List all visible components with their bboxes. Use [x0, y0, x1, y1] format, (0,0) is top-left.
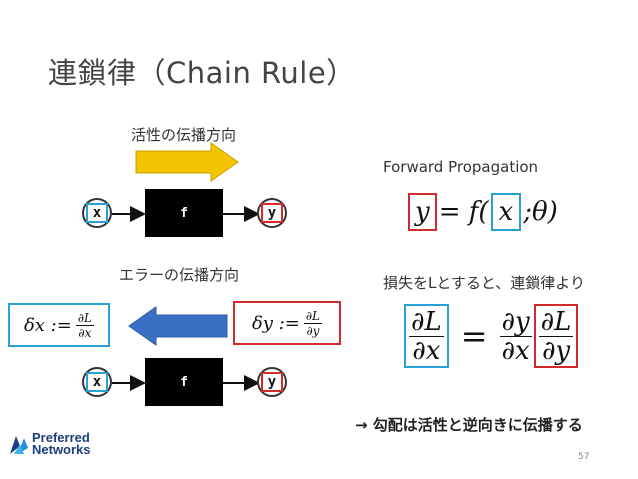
delta-x-fraction: ∂L ∂x [75, 310, 95, 340]
backward-direction-arrow [128, 306, 228, 346]
logo-line2: Networks [32, 442, 91, 457]
forward-node-x: x [82, 198, 112, 228]
backward-flow-label: エラーの伝播方向 [119, 266, 240, 284]
chain-mid-fraction: ∂y ∂x [499, 306, 532, 366]
forward-propagation-label: Forward Propagation [383, 158, 539, 176]
backward-graph-edges [112, 375, 260, 391]
formula-x-box: x [490, 193, 522, 231]
backward-node-x: x [82, 367, 112, 397]
forward-graph-edges [112, 206, 260, 222]
delta-y-numerator: ∂L [303, 308, 323, 324]
forward-direction-arrow [135, 142, 239, 182]
delta-x-formula: δx := ∂L ∂x [8, 303, 110, 347]
delta-y-fraction: ∂L ∂y [303, 308, 323, 338]
delta-y-formula: δy := ∂L ∂y [233, 301, 341, 345]
chain-rhs-box: ∂L ∂y [533, 304, 579, 368]
delta-x-numerator: ∂L [75, 310, 95, 326]
formula-equals-f: = f( [438, 197, 489, 227]
backward-node-x-label: x [86, 372, 108, 392]
chain-mid-denominator: ∂x [501, 335, 530, 366]
preferred-networks-logo-mark-icon [10, 436, 28, 454]
conclusion-note: → 勾配は活性と逆向きに伝播する [355, 416, 583, 434]
forward-formula: y = f( x ;θ) [408, 191, 558, 233]
chain-lhs-numerator: ∂L [409, 306, 444, 337]
formula-y-box: y [408, 193, 437, 231]
forward-node-y: y [257, 198, 287, 228]
delta-x-lhs: δx := [23, 314, 72, 336]
slide-title: 連鎖律（Chain Rule） [48, 56, 356, 90]
chain-rule-intro: 損失をLとすると、連鎖律より [383, 274, 586, 292]
delta-y-lhs: δy := [251, 312, 300, 334]
chain-lhs-box: ∂L ∂x [404, 304, 449, 368]
chain-mid-numerator: ∂y [499, 306, 532, 337]
backward-node-y: y [257, 367, 287, 397]
chain-rhs-fraction: ∂L ∂y [538, 306, 574, 366]
page-number: 57 [578, 452, 590, 462]
chain-lhs-fraction: ∂L ∂x [409, 309, 444, 364]
preferred-networks-logo: Preferred Networks [8, 430, 91, 457]
forward-node-y-label: y [261, 203, 283, 223]
chain-rhs-numerator: ∂L [538, 306, 574, 337]
delta-y-denominator: ∂y [306, 323, 320, 338]
chain-rhs-denominator: ∂y [541, 335, 571, 366]
chain-equals: = [460, 317, 488, 355]
chain-lhs-denominator: ∂x [412, 335, 441, 366]
backward-node-y-label: y [261, 372, 283, 392]
forward-function-box: f [145, 189, 223, 237]
chain-rule-formula: ∂L ∂x = ∂y ∂x ∂L ∂y [404, 303, 579, 369]
delta-x-denominator: ∂x [78, 325, 92, 340]
formula-theta: ;θ) [523, 197, 558, 227]
forward-node-x-label: x [86, 203, 108, 223]
forward-flow-label: 活性の伝播方向 [131, 126, 237, 144]
logo-line1: Preferred [32, 430, 90, 445]
backward-function-box: f [145, 358, 223, 406]
